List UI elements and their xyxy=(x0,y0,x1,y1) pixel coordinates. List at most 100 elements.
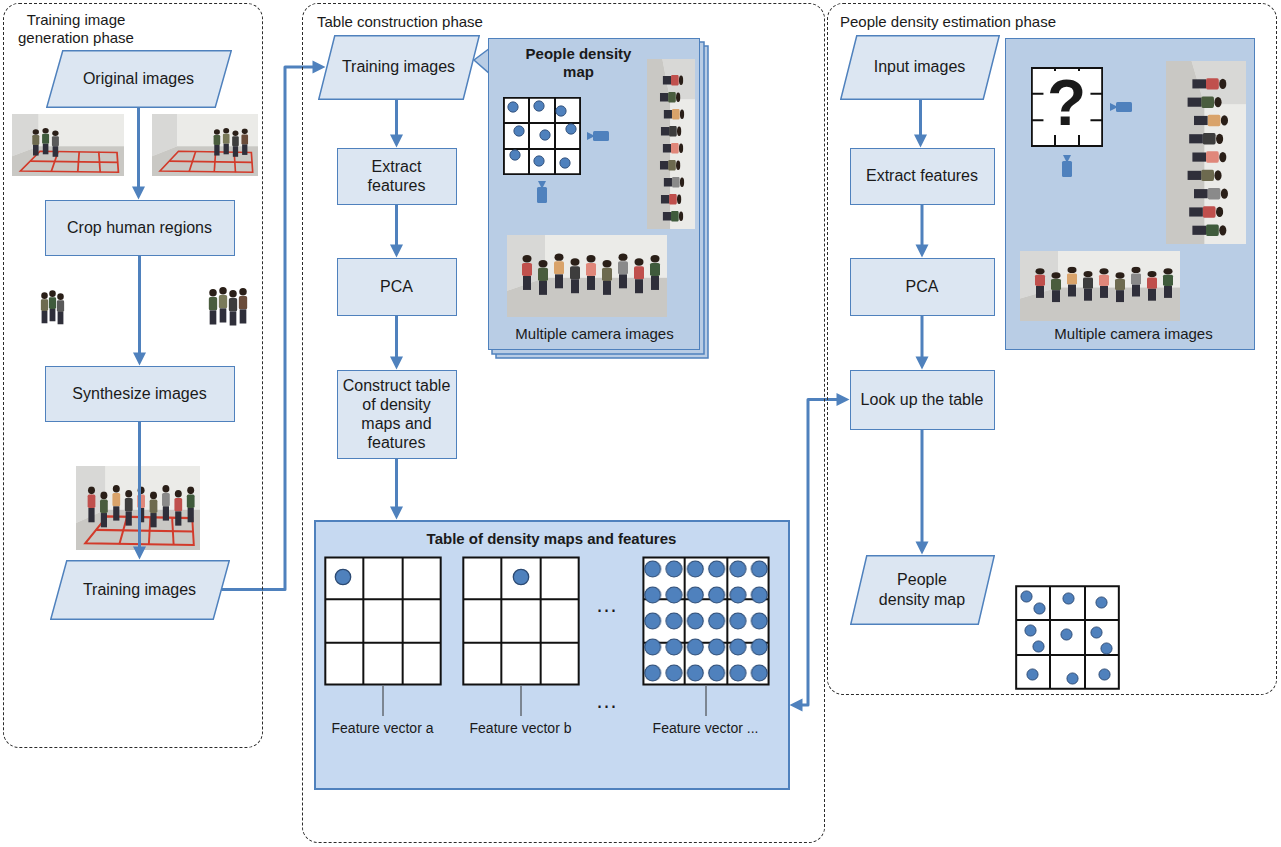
arrowhead xyxy=(916,357,929,370)
photo-room xyxy=(1166,61,1246,244)
flow-arrow xyxy=(390,100,403,148)
node-label: Input images xyxy=(874,57,966,76)
camera-icon xyxy=(1110,102,1132,112)
flow-arrow xyxy=(390,459,403,520)
arrowhead xyxy=(916,542,929,555)
person-dot xyxy=(1034,603,1045,614)
lookup-table: Table of density maps and featuresFeatur… xyxy=(314,520,790,790)
connector-line xyxy=(919,100,922,138)
photo-room xyxy=(1020,251,1180,321)
callout-heading: People density map xyxy=(514,45,644,81)
node-label: Look up the table xyxy=(861,390,984,409)
node-label: People density map xyxy=(874,570,971,608)
arrowhead xyxy=(916,245,929,258)
person xyxy=(57,293,64,324)
process-box: Extract features xyxy=(850,148,995,205)
connector-line xyxy=(921,430,924,545)
flow-arrow xyxy=(133,422,146,560)
person-dot xyxy=(335,569,350,584)
arrowhead xyxy=(790,699,803,712)
camera-photo xyxy=(1020,251,1180,321)
person-dot xyxy=(533,155,543,165)
flow-arrow xyxy=(222,61,326,590)
arrowhead xyxy=(390,135,403,148)
photo-room xyxy=(647,59,695,229)
person xyxy=(219,287,227,322)
connector-line xyxy=(138,256,141,356)
flow-arrow xyxy=(916,430,929,555)
camera-icon xyxy=(587,131,609,141)
person xyxy=(41,292,48,323)
connector-line xyxy=(395,459,398,510)
camera-photo xyxy=(507,235,667,317)
person xyxy=(229,290,237,325)
flow-arrow xyxy=(916,205,929,258)
parallelogram-outline xyxy=(318,35,479,99)
feature-label: Feature vector ... xyxy=(653,720,759,737)
grid xyxy=(463,557,578,684)
parallelogram-outline xyxy=(850,555,994,624)
parallelogram-outline xyxy=(840,35,999,99)
people xyxy=(214,128,248,157)
person-dot xyxy=(1025,625,1036,636)
process-box: PCA xyxy=(850,258,995,316)
ellipsis-mark: … xyxy=(596,592,618,618)
camera-photo xyxy=(1166,61,1246,244)
grid xyxy=(325,557,440,684)
flow-arrow xyxy=(390,205,403,258)
leader-line xyxy=(705,686,706,716)
process-box: Extract features xyxy=(337,148,457,205)
person-dot xyxy=(513,125,523,135)
people xyxy=(32,128,59,157)
process-box: Construct table of density maps and feat… xyxy=(337,370,457,459)
parallelogram-outline xyxy=(50,560,229,619)
flow-arrow xyxy=(914,100,927,148)
process-box: Crop human regions xyxy=(45,200,235,256)
process-box: Synthesize images xyxy=(45,366,235,422)
grid xyxy=(1016,586,1119,689)
arrowhead xyxy=(390,357,403,370)
parallelogram-outline xyxy=(46,50,231,107)
node-label: Construct table of density maps and feat… xyxy=(343,376,451,453)
connector-line xyxy=(921,316,924,360)
person xyxy=(209,289,217,324)
connector-line xyxy=(395,100,398,138)
camera-icon xyxy=(537,181,547,203)
process-box: PCA xyxy=(337,258,457,316)
person-dot xyxy=(1091,627,1102,638)
arrowhead xyxy=(914,135,927,148)
data-parallelogram: Input images xyxy=(840,35,1000,100)
person xyxy=(49,290,56,321)
person-dot xyxy=(1096,597,1107,608)
phase-panel: Training image generation phaseOriginal … xyxy=(3,3,263,748)
table-heading: Table of density maps and features xyxy=(427,530,677,548)
cropped-people xyxy=(41,287,247,325)
person-dots xyxy=(642,556,770,686)
node-label: Training images xyxy=(342,57,455,76)
node-label: Extract features xyxy=(866,166,978,185)
flow-arrow xyxy=(790,393,850,712)
node-label: Crop human regions xyxy=(67,218,212,237)
callout-caption: Multiple camera images xyxy=(515,325,673,343)
node-label: PCA xyxy=(380,277,413,296)
photo-original xyxy=(12,114,124,176)
connector-line xyxy=(395,316,398,360)
photo-room xyxy=(152,114,258,176)
person-dot xyxy=(533,100,543,110)
flow-arrow xyxy=(916,316,929,370)
person-dot xyxy=(1067,673,1078,684)
arrowhead xyxy=(132,187,145,200)
flow-arrow xyxy=(133,256,146,366)
node-label: Original images xyxy=(83,69,194,88)
data-parallelogram: Training images xyxy=(318,35,480,100)
arrowhead xyxy=(390,245,403,258)
table-illustration xyxy=(316,522,788,788)
person-dot xyxy=(555,105,565,115)
arrowhead xyxy=(837,393,850,406)
node-label: Training images xyxy=(83,580,196,599)
arrowhead xyxy=(133,353,146,366)
node-label: PCA xyxy=(906,277,939,296)
connector-line xyxy=(138,422,141,550)
person-dot xyxy=(1061,629,1072,640)
people xyxy=(1035,266,1173,301)
